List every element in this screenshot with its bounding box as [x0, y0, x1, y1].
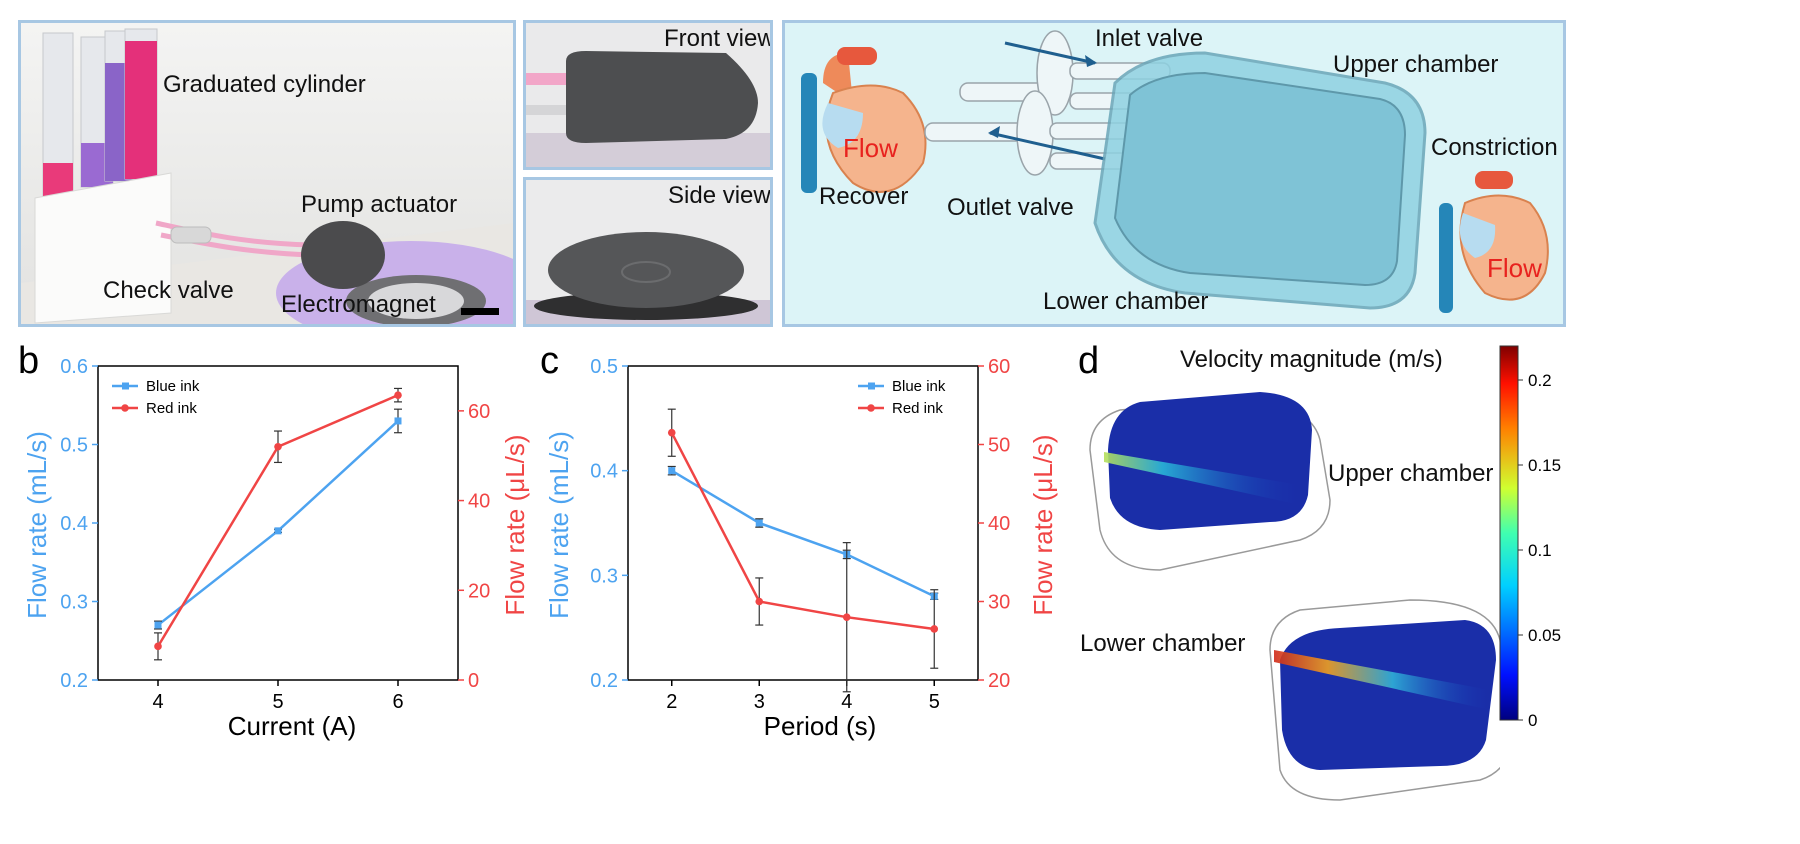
chart-b-ylabel-left: Flow rate (mL/s)	[22, 431, 52, 619]
y-right-tick-label: 0	[468, 670, 479, 692]
data-point	[154, 642, 162, 651]
y-left-tick-label: 0.6	[60, 356, 88, 378]
legend-marker	[867, 404, 875, 412]
label-sim-upper-chamber: Upper chamber	[1328, 460, 1494, 487]
y-right-tick-label: 40	[988, 513, 1010, 535]
legend-marker	[121, 404, 129, 412]
y-left-tick-label: 0.3	[590, 565, 618, 587]
data-point	[930, 625, 939, 633]
panel-label-b: b	[18, 340, 40, 382]
upper-chamber-sim	[1089, 392, 1331, 571]
legend-label: Blue ink	[892, 378, 946, 395]
colorbar-tick-label: 0.2	[1528, 371, 1552, 390]
data-point	[274, 527, 282, 535]
chart-c: Period (s) Flow rate (mL/s) Flow rate (μ…	[544, 356, 1058, 741]
x-tick-label: 3	[754, 691, 765, 713]
label-outlet-valve: Outlet valve	[947, 194, 1074, 221]
photo-main: Graduated cylinder Pump actuator Check v…	[18, 20, 516, 327]
label-side-view: Side view	[668, 182, 771, 209]
y-right-tick-label: 40	[468, 491, 490, 513]
lower-chamber-sim	[1269, 599, 1500, 801]
y-left-tick-label: 0.5	[590, 356, 618, 378]
chart-b: Current (A) Flow rate (mL/s) Flow rate (…	[22, 356, 530, 741]
simulation-title: Velocity magnitude (m/s)	[1180, 346, 1443, 373]
colorbar-gradient	[1499, 345, 1519, 721]
colorbar-tick-label: 0.1	[1528, 541, 1552, 560]
label-recover: Recover	[819, 183, 909, 210]
panel-label-d: d	[1078, 340, 1100, 382]
heart-constriction	[1439, 171, 1549, 313]
label-sim-lower-chamber: Lower chamber	[1080, 630, 1246, 657]
photo-side-view: Side view	[523, 177, 773, 327]
y-right-tick-label: 50	[988, 435, 1010, 457]
data-point	[842, 613, 851, 621]
chart-c-ylabel-left: Flow rate (mL/s)	[544, 431, 574, 619]
schematic-illustration	[801, 30, 1549, 313]
x-tick-label: 4	[841, 691, 852, 713]
series-line	[670, 432, 935, 631]
heart-recover	[801, 47, 927, 193]
side-view-illustration	[526, 232, 770, 324]
y-right-tick-label: 20	[988, 670, 1010, 692]
chart-c-ylabel-right: Flow rate (μL/s)	[1028, 434, 1058, 615]
front-view-illustration	[526, 51, 770, 167]
data-point	[274, 442, 282, 451]
schematic-panel: Inlet valve Upper chamber Constriction R…	[782, 20, 1566, 327]
x-tick-label: 5	[272, 691, 283, 713]
photo-main-illustration	[21, 23, 513, 324]
legend-label: Red ink	[146, 400, 197, 417]
chart-b-ylabel-right: Flow rate (μL/s)	[500, 434, 530, 615]
y-right-tick-label: 30	[988, 592, 1010, 614]
legend-label: Blue ink	[146, 378, 200, 395]
y-left-tick-label: 0.4	[60, 513, 88, 535]
y-right-tick-label: 60	[988, 356, 1010, 378]
x-tick-label: 5	[929, 691, 940, 713]
data-point	[154, 621, 162, 629]
label-lower-chamber: Lower chamber	[1043, 288, 1209, 315]
y-right-tick-label: 20	[468, 580, 490, 602]
chart-c-xlabel: Period (s)	[764, 711, 877, 741]
legend-marker	[122, 382, 129, 390]
colorbar-tick-label: 0.15	[1528, 456, 1561, 475]
colorbar-tick-label: 0.05	[1528, 626, 1561, 645]
label-pump-actuator: Pump actuator	[301, 191, 458, 218]
x-tick-label: 4	[152, 691, 163, 713]
panel-label-c: c	[540, 340, 559, 382]
y-left-tick-label: 0.2	[590, 670, 618, 692]
y-left-tick-label: 0.5	[60, 435, 88, 457]
data-point	[394, 391, 402, 399]
x-tick-label: 6	[392, 691, 403, 713]
label-flow-recover: Flow	[843, 133, 898, 163]
data-point	[755, 597, 764, 606]
data-point	[668, 467, 676, 475]
legend-label: Red ink	[892, 400, 943, 417]
series-line	[671, 469, 935, 598]
simulation-illustration	[1089, 392, 1500, 801]
colorbar-tick-label: 0	[1528, 711, 1537, 730]
data-point	[755, 519, 763, 527]
y-left-tick-label: 0.3	[60, 592, 88, 614]
legend-marker	[868, 382, 875, 390]
label-front-view: Front view	[664, 25, 773, 52]
label-graduated-cylinder: Graduated cylinder	[163, 71, 366, 98]
data-point	[667, 428, 676, 437]
label-electromagnet: Electromagnet	[281, 291, 436, 318]
x-tick-label: 2	[666, 691, 677, 713]
y-left-tick-label: 0.2	[60, 670, 88, 692]
data-point	[394, 417, 402, 425]
label-check-valve: Check valve	[103, 277, 234, 304]
label-constriction: Constriction	[1431, 134, 1558, 161]
chart-b-xlabel: Current (A)	[228, 711, 357, 741]
y-right-tick-label: 60	[468, 401, 490, 423]
photo-front-view: Front view	[523, 20, 773, 170]
y-left-tick-label: 0.4	[590, 461, 618, 483]
label-flow-constriction: Flow	[1487, 253, 1542, 283]
label-inlet-valve: Inlet valve	[1095, 25, 1204, 52]
label-upper-chamber: Upper chamber	[1333, 51, 1499, 78]
colorbar: 0.2 0.15 0.1 0.05 0	[1499, 345, 1561, 730]
